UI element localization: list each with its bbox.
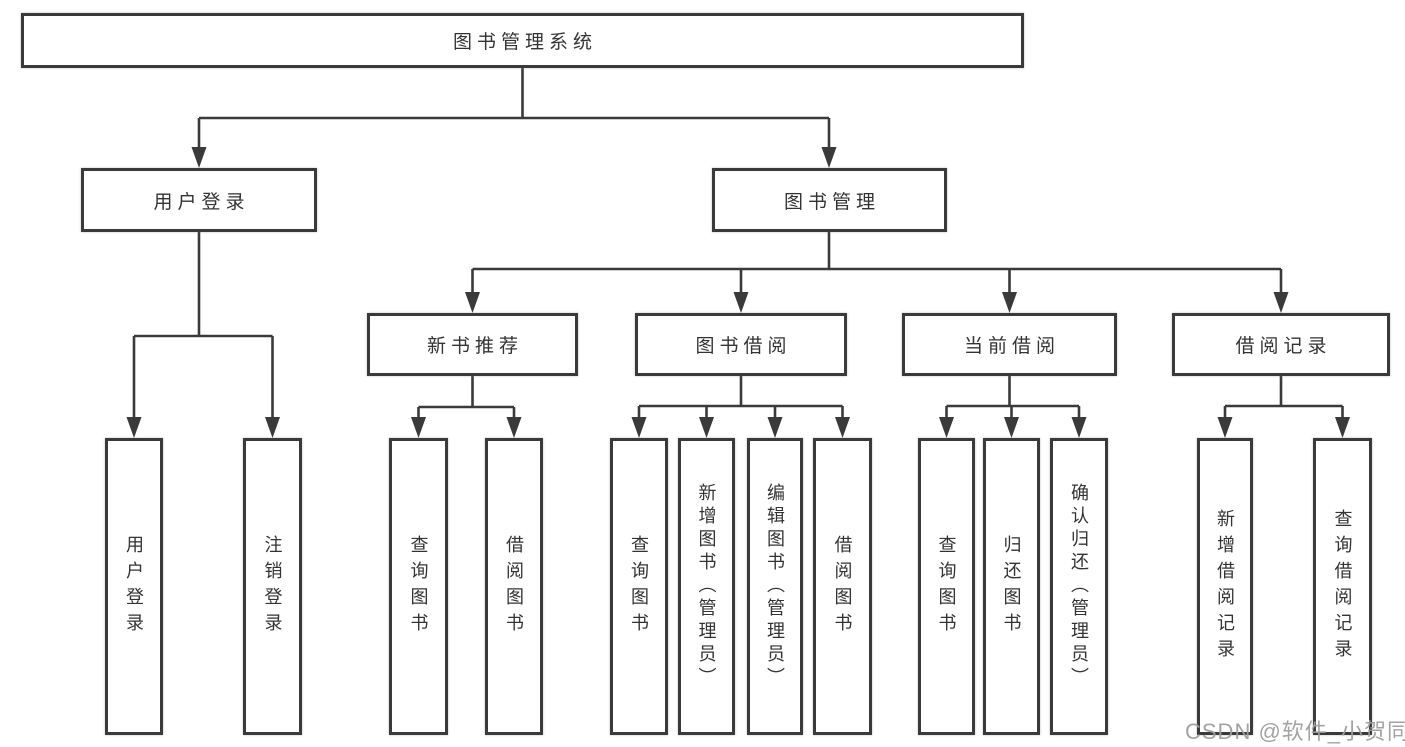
leaf-borrow-books-recommend-label: 借阅图书: [504, 534, 524, 639]
node-current-borrow: 当前借阅: [902, 313, 1117, 376]
leaf-query-books-recommend: 查询图书: [389, 438, 448, 735]
leaf-add-borrow-record-label: 新增借阅记录: [1215, 508, 1235, 665]
leaf-query-books-recommend-label: 查询图书: [408, 534, 429, 639]
node-root: 图书管理系统: [21, 13, 1024, 68]
node-root-label: 图书管理系统: [452, 32, 597, 53]
leaf-confirm-return-admin: 确认归还（管理员）: [1050, 438, 1108, 735]
node-current-borrow-label: 当前借阅: [963, 336, 1060, 357]
leaf-return-book-label: 归还图书: [1001, 534, 1022, 639]
leaf-return-book: 归还图书: [983, 438, 1040, 735]
leaf-add-book-admin-label: 新增图书（管理员）: [696, 483, 717, 690]
leaf-query-books-borrow-label: 查询图书: [629, 534, 649, 639]
leaf-query-books-current-label: 查询图书: [936, 534, 957, 639]
leaf-borrow-books-recommend: 借阅图书: [485, 438, 543, 735]
leaf-query-books-borrow: 查询图书: [610, 438, 668, 735]
node-user-login-label: 用户登录: [153, 191, 250, 213]
leaf-query-borrow-record-label: 查询借阅记录: [1332, 508, 1353, 665]
leaf-logout-label: 注销登录: [262, 534, 283, 639]
node-borrow-records-label: 借阅记录: [1235, 336, 1332, 357]
leaf-borrow-books: 借阅图书: [813, 438, 872, 735]
node-new-book-recommend-label: 新书推荐: [426, 336, 523, 357]
leaf-add-book-admin: 新增图书（管理员）: [678, 438, 735, 735]
leaf-user-login-label: 用户登录: [124, 534, 144, 639]
leaf-logout: 注销登录: [243, 438, 302, 735]
leaf-user-login: 用户登录: [105, 438, 163, 735]
node-user-login: 用户登录: [81, 168, 317, 232]
csdn-watermark: CSDN @软件_小贺同学: [1185, 719, 1405, 744]
node-borrow-records: 借阅记录: [1172, 313, 1390, 376]
node-book-management: 图书管理: [712, 168, 947, 232]
node-book-borrow: 图书借阅: [635, 313, 847, 376]
node-book-borrow-label: 图书借阅: [695, 336, 792, 357]
leaf-query-books-current: 查询图书: [918, 438, 975, 735]
leaf-add-borrow-record: 新增借阅记录: [1197, 438, 1253, 735]
node-new-book-recommend: 新书推荐: [367, 313, 578, 376]
leaf-query-borrow-record: 查询借阅记录: [1313, 438, 1372, 735]
leaf-confirm-return-admin-label: 确认归还（管理员）: [1069, 483, 1089, 690]
leaf-edit-book-admin: 编辑图书（管理员）: [747, 438, 803, 735]
leaf-borrow-books-label: 借阅图书: [832, 534, 853, 639]
leaf-edit-book-admin-label: 编辑图书（管理员）: [765, 483, 785, 690]
node-book-management-label: 图书管理: [783, 191, 880, 213]
